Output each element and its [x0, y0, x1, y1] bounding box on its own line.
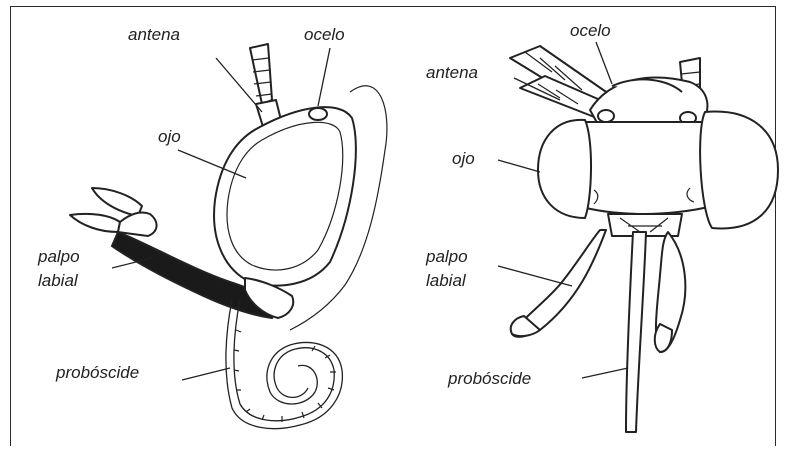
- frontal-eye-right: [700, 112, 778, 229]
- frontal-palp-right-tip: [655, 324, 672, 352]
- lateral-proboscis-leader: [182, 368, 230, 380]
- frontal-eye-leader: [498, 160, 540, 172]
- lateral-ocellus-leader: [318, 48, 330, 106]
- frontal-proboscis-label: probóscide: [447, 369, 531, 388]
- frontal-eye-label: ojo: [452, 149, 475, 168]
- lateral-antenna-label: antena: [128, 25, 180, 44]
- lateral-palp-label-line2: labial: [38, 271, 79, 290]
- frontal-face: [578, 122, 712, 214]
- frontal-palp-label-line1: palpo: [425, 247, 468, 266]
- frontal-ocellus-leader: [596, 42, 612, 84]
- frontal-ocellus-left: [598, 110, 614, 122]
- lateral-ocellus-label: ocelo: [304, 25, 345, 44]
- lateral-proboscis-label: probóscide: [55, 363, 139, 382]
- lateral-head-view: antena ocelo ojo palpo labial probóscide: [37, 25, 387, 429]
- frontal-antenna-label: antena: [426, 63, 478, 82]
- lateral-proboscis: [226, 300, 342, 429]
- lateral-palp-label-line1: palpo: [37, 247, 80, 266]
- lateral-palp-tips: [70, 188, 157, 236]
- frontal-palp-leader: [498, 266, 572, 286]
- frontal-head-view: ocelo antena ojo palpo labial probóscide: [425, 21, 778, 432]
- lateral-ocellus: [309, 108, 327, 120]
- lateral-antenna: [250, 44, 282, 130]
- frontal-proboscis: [626, 232, 646, 432]
- frontal-ocellus-label: ocelo: [570, 21, 611, 40]
- frontal-proboscis-leader: [582, 368, 628, 378]
- lateral-eye-label: ojo: [158, 127, 181, 146]
- frontal-eye-left: [538, 120, 591, 218]
- frontal-palp-label-line2: labial: [426, 271, 467, 290]
- lateral-eye-frame: [214, 107, 356, 285]
